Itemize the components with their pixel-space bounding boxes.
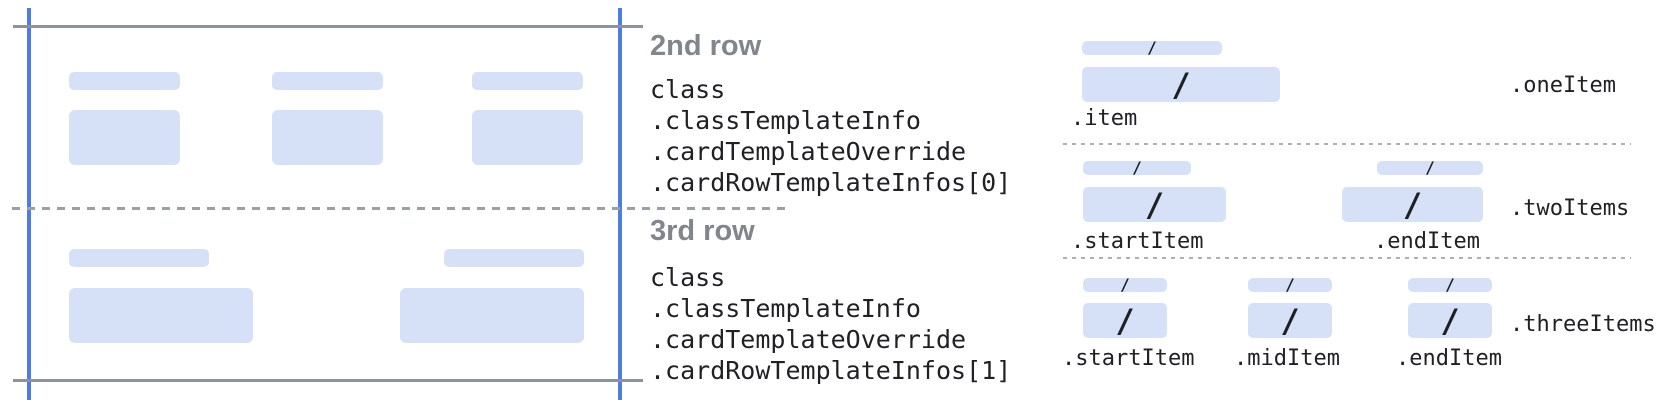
slash-placeholder-glyph: / (1402, 185, 1423, 224)
row2-col2-value-box (272, 110, 383, 165)
slash-placeholder-glyph: / (1144, 185, 1165, 224)
two-items-end-label-bar: / (1377, 158, 1483, 177)
item-label: .item (1071, 106, 1138, 131)
end-item-label: .endItem (1374, 229, 1480, 254)
card-bottom-edge-guide (13, 379, 643, 382)
row3-path-line: class (650, 263, 726, 292)
row2-path-line: .classTemplateInfo (650, 106, 921, 135)
row3-title: 3rd row (650, 215, 755, 247)
row2-col1-value-box (69, 110, 180, 165)
row2-col3-label-bar (472, 72, 583, 90)
row2-path-line: class (650, 75, 726, 104)
end-item-label: .endItem (1396, 346, 1502, 371)
row3-path-line: .cardTemplateOverride (650, 325, 967, 354)
start-item-label: .startItem (1062, 346, 1195, 371)
slash-placeholder-glyph: / (1280, 301, 1300, 340)
row2-col3-value-box (472, 110, 583, 165)
row2-title: 2nd row (650, 30, 762, 62)
slash-placeholder-glyph: / (1132, 158, 1142, 177)
two-items-end-value-bar: / (1342, 187, 1483, 222)
row3-col2-label-bar (444, 249, 584, 267)
one-item-value-bar: / (1082, 67, 1280, 102)
three-items-end-value-bar: / (1408, 303, 1492, 338)
slash-placeholder-glyph: / (1445, 275, 1455, 294)
three-items-start-value-bar: / (1083, 303, 1167, 338)
row3-col1-label-bar (69, 249, 209, 267)
slash-placeholder-glyph: / (1171, 65, 1191, 104)
row3-class-path: class .classTemplateInfo .cardTemplateOv… (650, 262, 1011, 386)
three-items-mid-value-bar: / (1248, 303, 1332, 338)
two-items-start-label-bar: / (1083, 158, 1191, 177)
card-left-edge-guide (27, 8, 31, 400)
slash-placeholder-glyph: / (1425, 158, 1435, 177)
row2-path-line: .cardTemplateOverride (650, 137, 967, 166)
three-items-end-label-bar: / (1408, 275, 1492, 294)
row2-class-path: class .classTemplateInfo .cardTemplateOv… (650, 74, 1011, 198)
one-item-label-bar: / (1082, 38, 1222, 57)
row3-col2-value-box (400, 288, 584, 343)
two-items-start-value-bar: / (1083, 187, 1226, 222)
row3-path-line: .classTemplateInfo (650, 294, 921, 323)
three-items-start-label-bar: / (1083, 275, 1167, 294)
row3-col1-value-box (69, 288, 253, 343)
row2-path-line: .cardRowTemplateInfos[0] (650, 168, 1012, 197)
three-items-mid-label-bar: / (1248, 275, 1332, 294)
row2-col2-label-bar (272, 72, 383, 90)
section-divider-dotted-line (1063, 257, 1631, 259)
card-right-edge-guide (618, 8, 622, 400)
one-item-layout-name: .oneItem (1510, 73, 1616, 98)
slash-placeholder-glyph: / (1147, 38, 1157, 57)
slash-placeholder-glyph: / (1115, 301, 1135, 340)
start-item-label: .startItem (1071, 229, 1204, 254)
two-items-layout-name: .twoItems (1510, 196, 1630, 221)
row2-col1-label-bar (69, 72, 180, 90)
row-divider-dashed-line (12, 207, 790, 210)
three-items-layout-name: .threeItems (1510, 312, 1656, 337)
slash-placeholder-glyph: / (1120, 275, 1130, 294)
slash-placeholder-glyph: / (1285, 275, 1295, 294)
row3-path-line: .cardRowTemplateInfos[1] (650, 356, 1012, 385)
slash-placeholder-glyph: / (1440, 301, 1460, 340)
mid-item-label: .midItem (1234, 346, 1340, 371)
card-top-edge-guide (13, 25, 643, 28)
section-divider-dotted-line (1063, 143, 1631, 145)
